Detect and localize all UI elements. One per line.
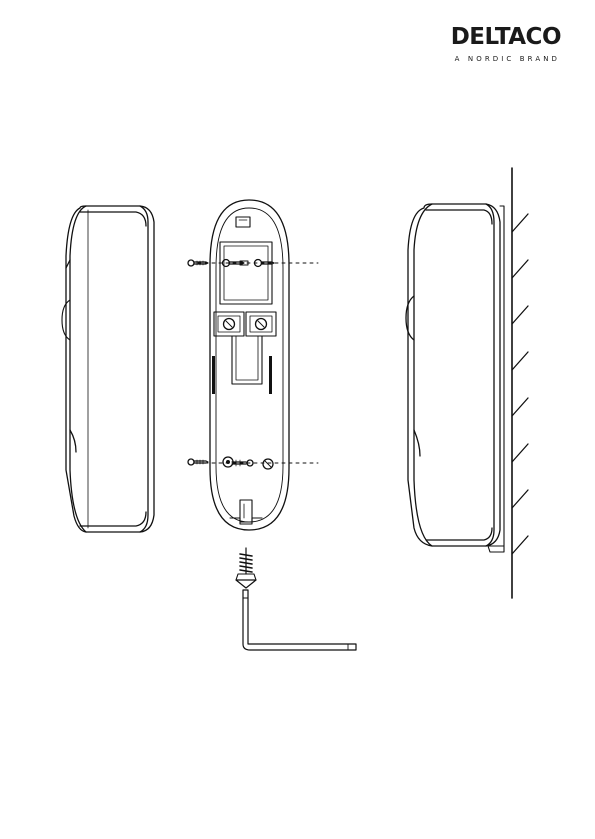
upper-screws (188, 260, 318, 267)
lower-screws (188, 459, 318, 466)
wall (512, 168, 528, 598)
doorbell-side-view (62, 206, 154, 532)
security-screw (236, 548, 256, 588)
mounting-bracket (210, 200, 289, 530)
hex-key (243, 590, 356, 650)
wall-mounted-doorbell (406, 204, 504, 552)
